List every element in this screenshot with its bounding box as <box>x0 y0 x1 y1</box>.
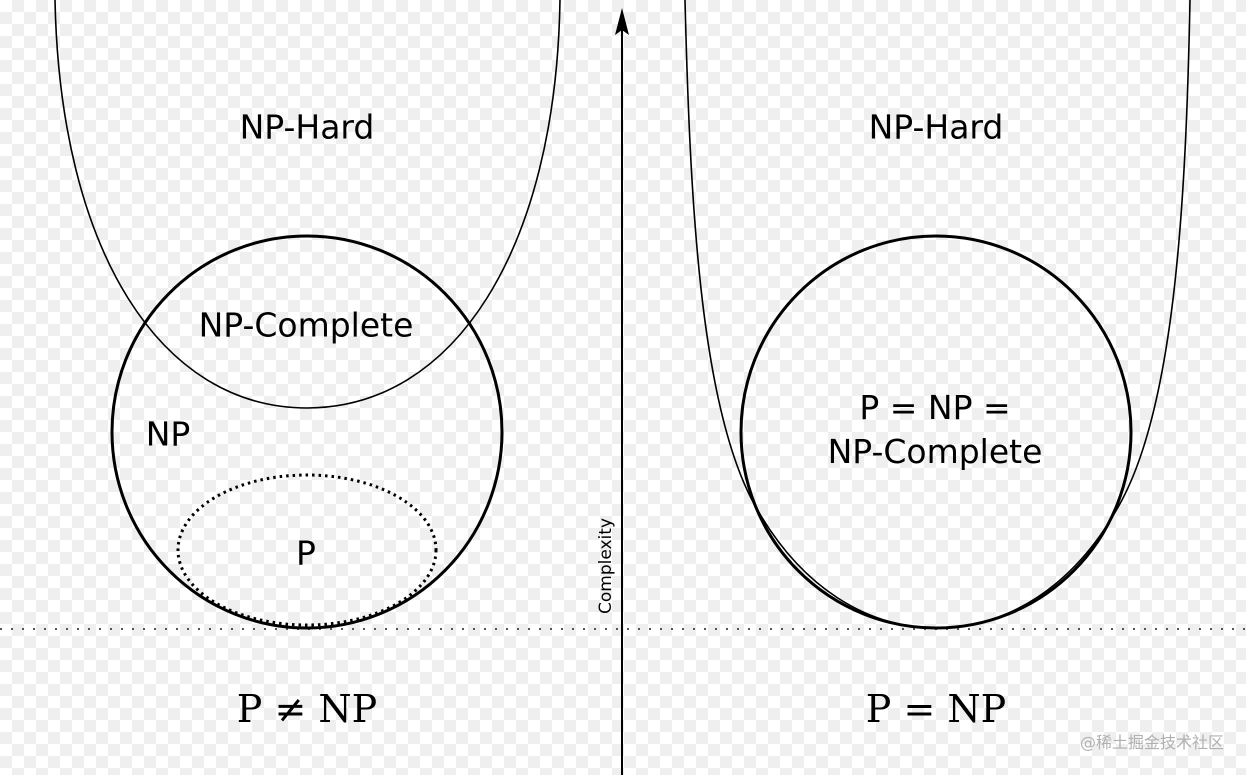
p-np-npc-circle <box>739 234 1133 630</box>
np-hard-boundary-left <box>54 0 561 409</box>
right-panel-title: P = NP <box>865 687 1007 731</box>
axis-arrow-up-icon <box>615 8 629 35</box>
right-merged-line2: NP-Complete <box>827 432 1043 471</box>
left-np-complete-label: NP-Complete <box>198 305 414 345</box>
left-p-label: P <box>296 533 316 573</box>
watermark: @稀土掘金技术社区 <box>1079 733 1224 752</box>
right-np-hard-label: NP-Hard <box>868 107 1004 147</box>
left-panel-title: P ≠ NP <box>236 687 378 731</box>
right-merged-line1: P = NP = <box>859 388 1011 427</box>
left-np-hard-label: NP-Hard <box>239 107 375 147</box>
right-merged-label: P = NP = NP-Complete <box>828 386 1043 474</box>
left-np-label: NP <box>145 414 191 454</box>
p-ellipse <box>176 473 438 627</box>
np-hard-boundary-right <box>684 0 1191 629</box>
complexity-axis-label: Complexity <box>596 517 616 615</box>
np-circle <box>110 234 504 630</box>
